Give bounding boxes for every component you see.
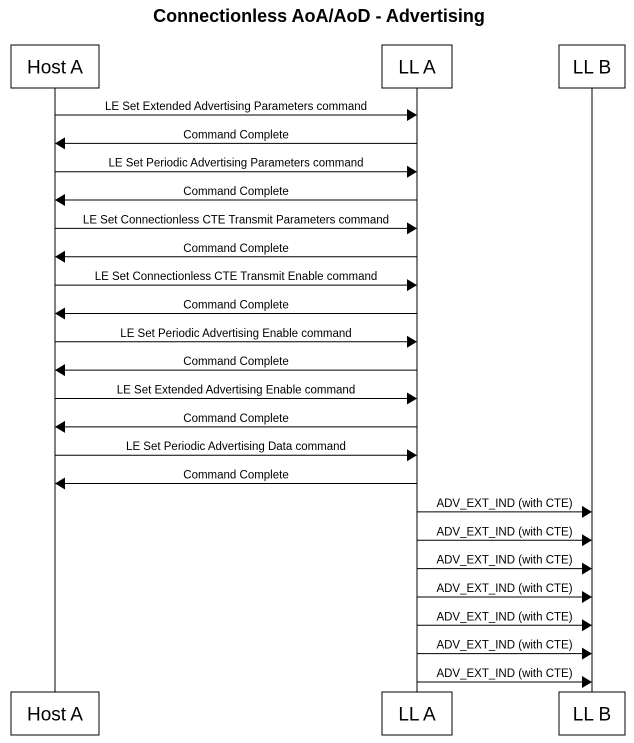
message-label: Command Complete — [183, 356, 288, 368]
message-arrow: Command Complete — [55, 243, 417, 263]
message-arrow: LE Set Connectionless CTE Transmit Enabl… — [55, 271, 417, 292]
arrowhead-icon — [582, 676, 592, 688]
message-arrow: ADV_EXT_IND (with CTE) — [417, 640, 592, 660]
arrowhead-icon — [407, 449, 417, 462]
message-arrow: LE Set Connectionless CTE Transmit Param… — [55, 214, 417, 235]
participant-boxes: Host A Host A LL A LL A LL B LL B — [10, 44, 626, 736]
message-label: LE Set Periodic Advertising Parameters c… — [108, 158, 363, 170]
arrowhead-icon — [55, 307, 65, 320]
message-arrow: ADV_EXT_IND (with CTE) — [417, 583, 592, 603]
arrowhead-icon — [55, 364, 65, 377]
arrowhead-icon — [582, 562, 592, 575]
participant-label: LL A — [398, 705, 436, 726]
message-arrow: ADV_EXT_IND (with CTE) — [417, 498, 592, 518]
participant-box-rect — [10, 691, 100, 736]
participant-box-rect — [558, 44, 626, 89]
arrowhead-icon — [55, 250, 65, 263]
message-arrow: ADV_EXT_IND (with CTE) — [417, 555, 592, 575]
messages: LE Set Extended Advertising Parameters c… — [55, 101, 592, 688]
message-label: LE Set Connectionless CTE Transmit Param… — [83, 214, 389, 226]
message-label: Command Complete — [183, 243, 288, 255]
message-arrow: LE Set Periodic Advertising Enable comma… — [55, 328, 417, 348]
arrowhead-icon — [582, 619, 592, 632]
arrowhead-icon — [407, 279, 417, 292]
message-label: LE Set Connectionless CTE Transmit Enabl… — [95, 271, 378, 283]
arrowhead-icon — [55, 477, 65, 490]
participant-box-llA-bottom: LL A — [381, 691, 453, 736]
message-arrow: ADV_EXT_IND (with CTE) — [417, 526, 592, 547]
message-arrow: Command Complete — [55, 470, 417, 490]
arrowhead-icon — [55, 137, 65, 150]
message-label: Command Complete — [183, 129, 288, 141]
participant-label: Host A — [27, 705, 83, 726]
diagram-title: Connectionless AoA/AoD - Advertising — [153, 6, 485, 26]
message-label: Command Complete — [183, 299, 288, 311]
lifelines — [54, 88, 593, 692]
message-label: Command Complete — [183, 470, 288, 482]
participant-box-hostA-top: Host A — [10, 44, 100, 89]
message-arrow: Command Complete — [55, 413, 417, 433]
arrowhead-icon — [582, 590, 592, 603]
participant-label: LL B — [573, 58, 611, 79]
participant-label: LL B — [573, 705, 611, 726]
message-arrow: LE Set Periodic Advertising Parameters c… — [55, 158, 417, 178]
message-label: ADV_EXT_IND (with CTE) — [436, 555, 572, 567]
arrowhead-icon — [407, 335, 417, 348]
message-label: LE Set Periodic Advertising Enable comma… — [120, 328, 351, 340]
participant-box-rect — [558, 691, 626, 736]
participant-box-llB-top: LL B — [558, 44, 626, 89]
arrowhead-icon — [407, 222, 417, 235]
message-label: ADV_EXT_IND (with CTE) — [436, 668, 572, 680]
message-label: ADV_EXT_IND (with CTE) — [436, 611, 572, 623]
message-label: ADV_EXT_IND (with CTE) — [436, 640, 572, 652]
message-arrow: Command Complete — [55, 186, 417, 207]
participant-box-hostA-bottom: Host A — [10, 691, 100, 736]
message-arrow: ADV_EXT_IND (with CTE) — [417, 611, 592, 632]
arrowhead-icon — [582, 534, 592, 547]
message-label: LE Set Extended Advertising Parameters c… — [105, 101, 367, 113]
participant-label: LL A — [398, 58, 436, 79]
message-label: ADV_EXT_IND (with CTE) — [436, 498, 572, 510]
message-label: ADV_EXT_IND (with CTE) — [436, 583, 572, 595]
message-arrow: LE Set Periodic Advertising Data command — [55, 441, 417, 462]
arrowhead-icon — [407, 165, 417, 178]
message-label: LE Set Extended Advertising Enable comma… — [117, 385, 355, 397]
participant-box-rect — [381, 691, 453, 736]
arrowhead-icon — [407, 109, 417, 121]
message-arrow: ADV_EXT_IND (with CTE) — [417, 668, 592, 688]
message-arrow: LE Set Extended Advertising Enable comma… — [55, 385, 417, 405]
message-arrow: LE Set Extended Advertising Parameters c… — [55, 101, 417, 121]
participant-box-llA-top: LL A — [381, 44, 453, 89]
participant-box-rect — [10, 44, 100, 89]
message-arrow: Command Complete — [55, 356, 417, 377]
participant-box-rect — [381, 44, 453, 89]
arrowhead-icon — [582, 647, 592, 660]
message-arrow: Command Complete — [55, 299, 417, 320]
arrowhead-icon — [55, 420, 65, 433]
participant-box-llB-bottom: LL B — [558, 691, 626, 736]
message-label: Command Complete — [183, 186, 288, 198]
message-label: LE Set Periodic Advertising Data command — [126, 441, 346, 453]
arrowhead-icon — [582, 505, 592, 518]
arrowhead-icon — [407, 392, 417, 405]
arrowhead-icon — [55, 194, 65, 207]
message-label: Command Complete — [183, 413, 288, 425]
message-label: ADV_EXT_IND (with CTE) — [436, 526, 572, 538]
message-arrow: Command Complete — [55, 129, 417, 150]
participant-label: Host A — [27, 58, 83, 79]
